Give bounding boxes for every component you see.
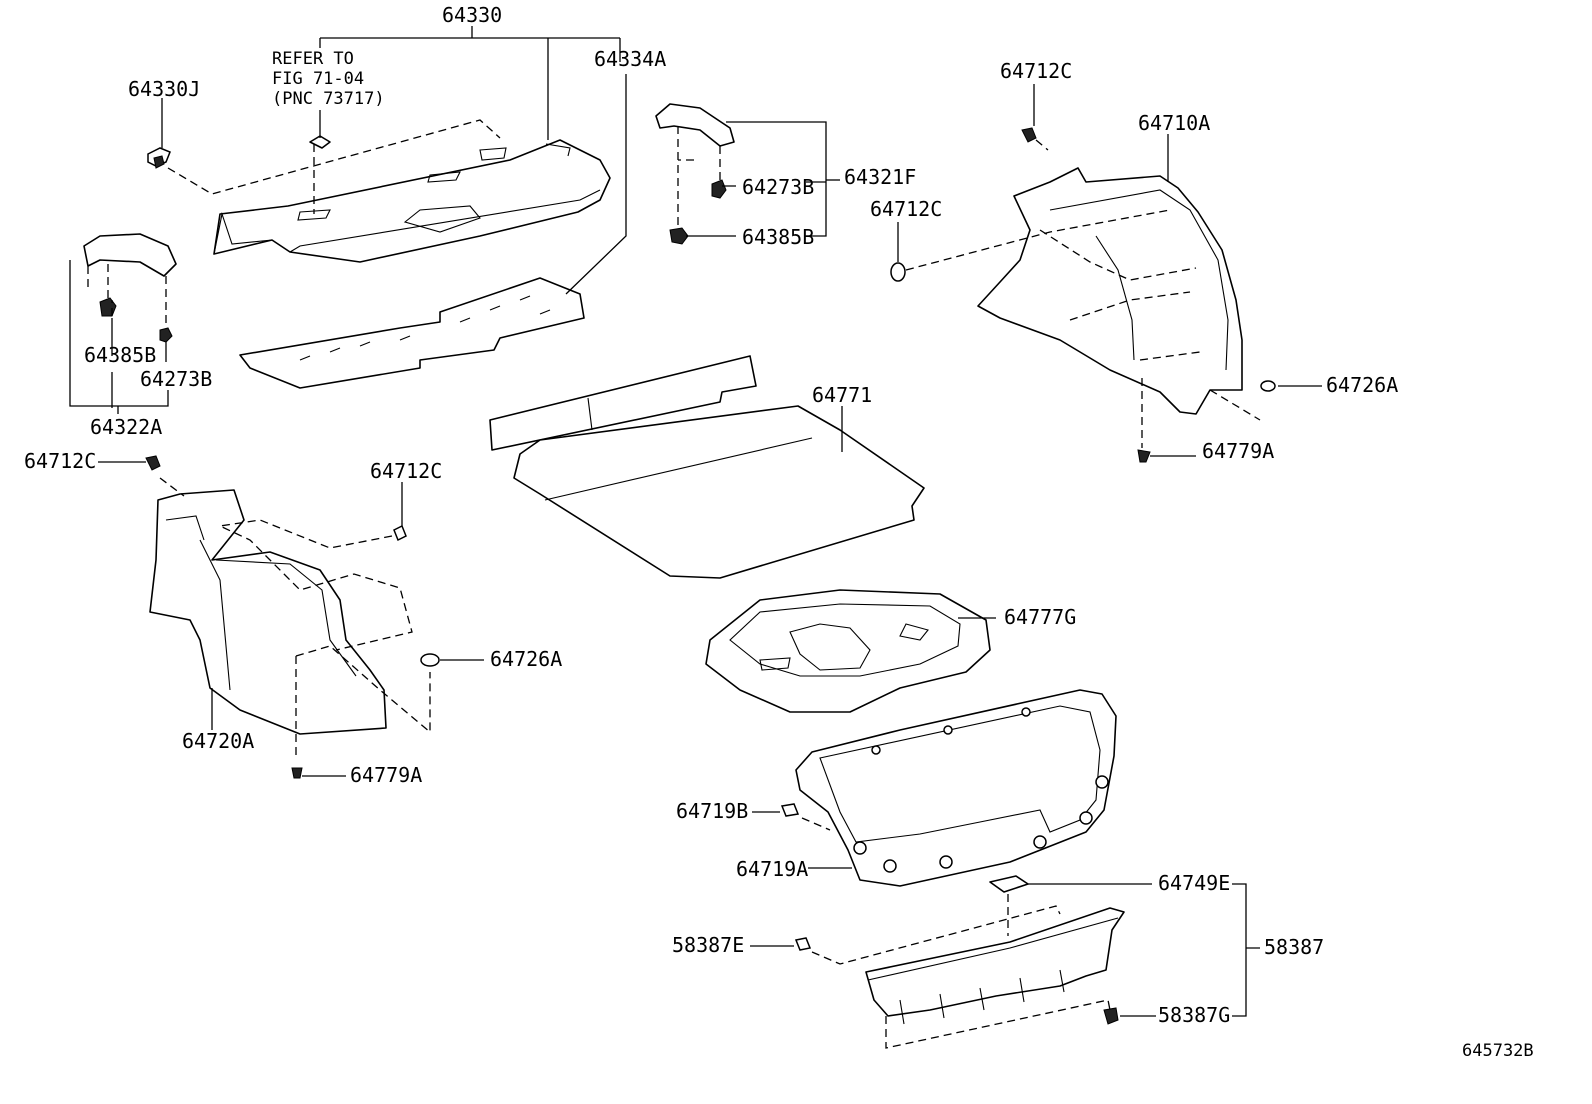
label-64322a: 64322A (90, 415, 162, 439)
label-58387e: 58387E (672, 933, 744, 957)
label-64719b: 64719B (676, 799, 748, 823)
label-64726a-left: 64726A (490, 647, 562, 671)
label-64749e: 64749E (1158, 871, 1230, 895)
label-58387: 58387 (1264, 935, 1324, 959)
leader-lines (69, 26, 1322, 1017)
label-64385b-left: 64385B (84, 343, 156, 367)
label-64273b-center: 64273B (742, 175, 814, 199)
label-64330j: 64330J (128, 77, 200, 101)
tray-insulator (239, 277, 585, 389)
dashed-assembly-lines (87, 119, 1261, 1049)
deck-tool-box (705, 589, 991, 713)
label-64779a-right: 64779A (1202, 439, 1274, 463)
luggage-door-trim (795, 689, 1117, 887)
label-64710a: 64710A (1138, 111, 1210, 135)
label-64321f: 64321F (844, 165, 916, 189)
refer-note-line1: REFER TO (272, 49, 354, 69)
figure-code: 645732B (1462, 1041, 1534, 1061)
label-64712c-top: 64712C (1000, 59, 1072, 83)
label-64273b-left: 64273B (140, 367, 212, 391)
left-quarter-trim (149, 489, 387, 735)
package-tray-trim (213, 139, 611, 263)
tray-brackets (309, 135, 331, 149)
label-64712c-left: 64712C (24, 449, 96, 473)
label-64330: 64330 (442, 3, 502, 27)
refer-note-line2: FIG 71-04 (272, 69, 364, 89)
label-64712c-mid: 64712C (870, 197, 942, 221)
right-quarter-trim (977, 167, 1243, 415)
part-labels: 64330 64334A 64330J REFER TO FIG 71-04 (… (24, 3, 1534, 1061)
luggage-mat-trim (489, 355, 925, 579)
left-tray-bracket (83, 233, 177, 277)
label-64777g: 64777G (1004, 605, 1076, 629)
label-64719a: 64719A (736, 857, 808, 881)
luggage-scuff-plate (865, 875, 1125, 1025)
label-64771: 64771 (812, 383, 872, 407)
fasteners (99, 127, 1276, 1025)
label-64726a-right: 64726A (1326, 373, 1398, 397)
label-64720a: 64720A (182, 729, 254, 753)
label-64779a-left: 64779A (350, 763, 422, 787)
center-tray-bracket (655, 103, 735, 147)
label-64334a: 64334A (594, 47, 666, 71)
refer-note-line3: (PNC 73717) (272, 89, 385, 109)
label-64385b-center: 64385B (742, 225, 814, 249)
label-64712c-left2: 64712C (370, 459, 442, 483)
label-58387g: 58387G (1158, 1003, 1230, 1027)
